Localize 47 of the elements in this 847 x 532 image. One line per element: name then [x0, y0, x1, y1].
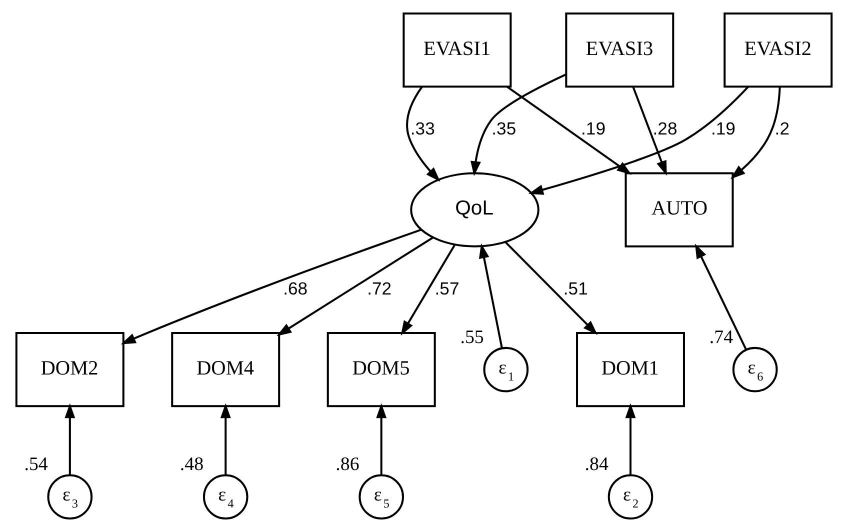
edge-label: .28: [652, 118, 677, 139]
node-label: .84: [584, 454, 608, 476]
node-box: EVASI1: [402, 12, 512, 88]
edge-label: .57: [434, 278, 459, 298]
node-label: .54: [24, 454, 48, 476]
edge-label: .2: [774, 118, 790, 139]
node-label: .55: [460, 326, 484, 348]
edge-label: .68: [282, 278, 308, 298]
arrow: [528, 86, 748, 195]
node-box: AUTO: [624, 172, 734, 248]
arrow: [376, 403, 386, 475]
arrow: [506, 86, 632, 175]
arrow: [470, 74, 566, 176]
node-label: .86: [335, 454, 359, 476]
node-box: DOM2: [14, 332, 124, 408]
arrow: [730, 86, 780, 180]
node-box: EVASI2: [723, 12, 832, 88]
node-label: .48: [179, 454, 204, 476]
node-ellipse: QoL: [410, 172, 539, 248]
arrow: [120, 228, 421, 344]
edge-label: .35: [491, 118, 516, 139]
node-circle: ε$_{3}$: [46, 474, 92, 520]
edge-label: .33: [410, 118, 434, 139]
arrow: [624, 403, 636, 475]
node-box: DOM1: [576, 332, 684, 408]
arrow: [504, 241, 598, 336]
node-circle: ε$_{1}$: [482, 346, 528, 392]
arrow: [400, 244, 456, 336]
arrow: [406, 86, 440, 182]
edge-label: .19: [580, 118, 605, 139]
node-box: EVASI3: [564, 12, 674, 88]
arrow: [632, 86, 666, 176]
edge-label: .19: [710, 118, 735, 139]
edge-label: .51: [562, 278, 588, 298]
node-label: .74: [708, 326, 733, 348]
edge-label: .72: [366, 278, 392, 298]
node-box: DOM4: [170, 332, 280, 408]
arrow: [64, 403, 75, 475]
node-circle: ε$_{2}$: [607, 474, 653, 520]
node-circle: ε$_{5}$: [358, 474, 404, 520]
arrow: [694, 244, 747, 350]
arrow: [220, 403, 230, 475]
arrow: [276, 236, 434, 336]
node-circle: ε$_{4}$: [202, 474, 248, 520]
node-circle: ε$_{6}$: [732, 346, 778, 392]
arrow: [478, 243, 502, 348]
node-box: DOM5: [326, 332, 436, 408]
